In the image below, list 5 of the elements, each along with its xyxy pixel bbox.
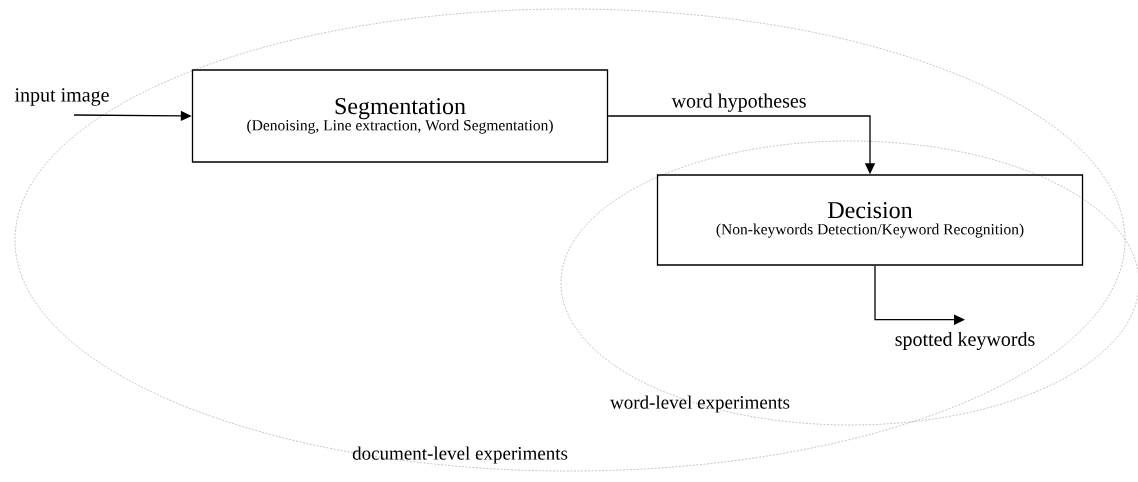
- edge-label: word hypotheses: [671, 93, 806, 112]
- process-box: Decision (Non-keywords Detection/Keyword Recognition): [656, 174, 1084, 266]
- arrow: [874, 265, 965, 325]
- process-box: Segmentation (Denoising, Line extraction, Word Segmentation): [191, 69, 609, 163]
- flow-label: input image: [14, 88, 109, 106]
